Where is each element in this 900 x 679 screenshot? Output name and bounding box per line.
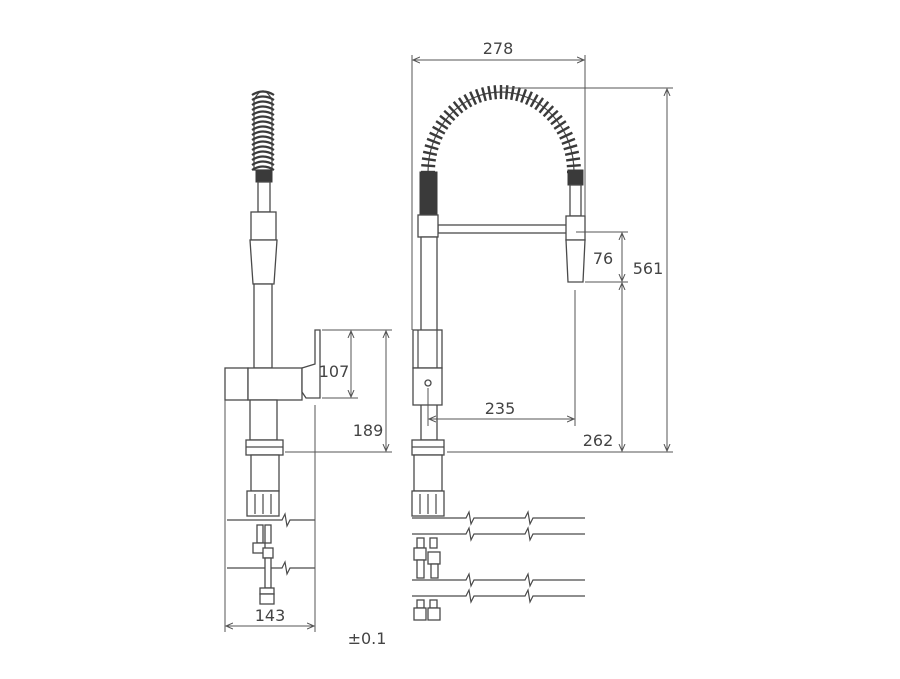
front-aerator-marker [424,379,432,387]
side-stem [249,399,278,441]
front-right-grip-band [567,169,584,186]
dim-278-label: 278 [483,39,514,58]
front-crossbar [437,224,568,234]
dim-561-label: 561 [633,259,664,278]
side-coupling [250,211,277,241]
front-left-grip-band [419,171,438,216]
front-lever [412,329,443,369]
front-spring-coil [421,85,581,174]
side-view: 143 107 189 ±0.1 [224,90,392,648]
side-countertop-lines [227,512,315,576]
front-spray-head [565,239,586,283]
dim-107-label: 107 [319,362,350,381]
dim-76-label: 76 [593,249,613,268]
front-collar-right [565,215,586,241]
front-collar-left [417,214,439,238]
side-spring-coil [251,90,275,171]
dim-262-label: 262 [583,431,614,450]
side-body [247,367,303,401]
front-countertop-lines [412,510,585,604]
front-supply-hoses [413,537,441,621]
side-nut [246,490,280,517]
front-hose [569,184,582,217]
dim-143-label: 143 [255,606,286,625]
side-grip-band [255,169,273,183]
front-nut [411,490,445,517]
dim-235-label: 235 [485,399,516,418]
side-hose [257,181,271,213]
front-shank [413,454,443,492]
dim-189-label: 189 [353,421,384,440]
tolerance-note: ±0.1 [348,629,387,648]
side-supply-hoses [252,524,275,605]
side-body-back [224,367,249,401]
side-spray-head [249,239,278,285]
side-shank [250,454,280,492]
side-spout-pipe [253,283,273,369]
side-lever [301,329,321,399]
front-view: 278 561 76 262 235 [411,39,673,621]
